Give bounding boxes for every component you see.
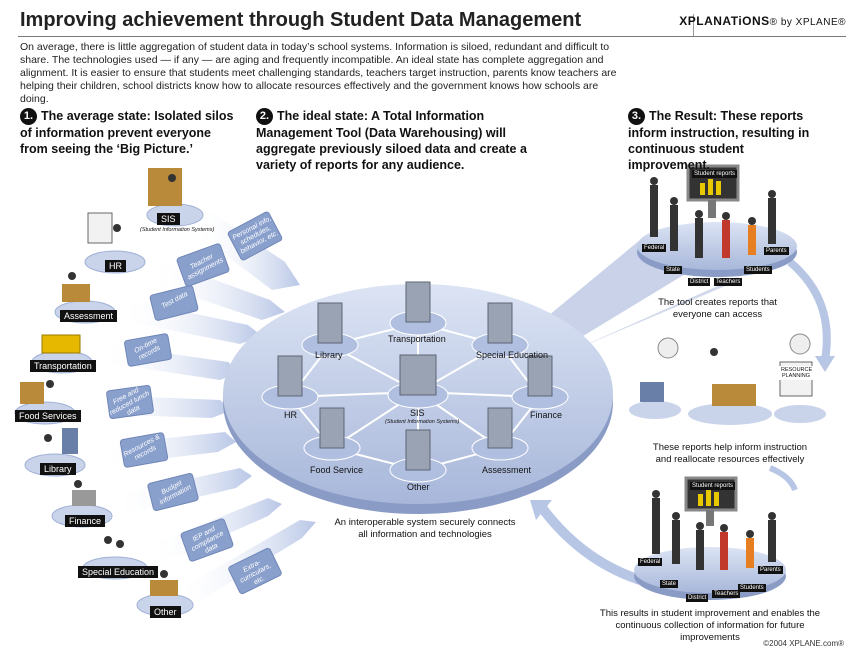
hub-node-library: Library [315,350,343,360]
node-pads [261,310,569,483]
results-mid-pod-2 [688,403,772,425]
step-1-text: The average state: Isolated silos of inf… [20,109,234,156]
silo-transportation-label: Transportation [30,360,96,372]
hub-node-other: Other [407,482,430,492]
step-3-text: The Result: These reports inform instruc… [628,109,810,172]
silo-special-education-label: Special Education [78,566,159,578]
copyright: ©2004 XPLANE.com® [763,639,844,648]
return-arrow-bottom [535,502,642,585]
hub-node-assessment: Assessment [482,465,532,475]
flow-folders [106,211,283,595]
silo-illustrations [20,168,182,596]
step-1-number: 1. [20,108,37,125]
top-role-parents: Parents [764,247,789,255]
hub-node-finance: Finance [530,410,563,420]
hub-node-food-service: Food Service [310,465,364,475]
step-3-number: 3. [628,108,645,125]
top-role-district: District [688,278,711,286]
return-arrow-top [787,258,831,361]
top-results-caption: The tool creates reports that everyone c… [658,297,777,320]
bottom-role-teachers: Teachers [712,590,741,598]
step-2-text: The ideal state: A Total Information Man… [256,109,527,172]
bottom-screen-label: Student reports [690,482,736,490]
hub-node-sis-sub: (Student Information Systems) [385,419,460,425]
hub-node-transportation: Transportation [388,334,446,344]
brand-suffix: ® by XPLANE® [769,17,846,28]
step-3-heading: 3.The Result: These reports inform instr… [628,108,828,173]
resource-planning-sign: RESOURCE PLANNING [779,366,813,380]
hub-caption: An interoperable system securely connect… [334,517,516,540]
silo-sis-sublabel: (Student Information Systems) [140,227,215,233]
intro-paragraph: On average, there is little aggregation … [20,41,617,105]
brand-name: XPLANATiONS [679,14,770,28]
result-people [640,177,813,570]
brand-logo: XPLANATiONS® by XPLANE® [679,14,846,28]
silo-other-label: Other [150,606,181,618]
mid-results-caption: These reports help inform instruction an… [652,442,808,465]
bottom-results-caption: This results in student improvement and … [599,608,821,643]
silo-finance-label: Finance [65,515,106,527]
top-role-state: State [664,266,683,274]
silo-library-label: Library [40,463,76,475]
bottom-role-district: District [686,594,709,602]
hub-node-hr: HR [284,410,297,420]
bottom-role-federal: Federal [638,558,663,566]
return-arrow-mid [768,465,798,492]
servers [277,281,553,471]
top-screen-label: Student reports [692,170,738,178]
silo-assessment-label: Assessment [60,310,118,322]
page-title: Improving achievement through Student Da… [20,9,582,31]
results-mid-pod-1 [629,401,681,419]
top-role-teachers: Teachers [714,278,743,286]
step-1-heading: 1.The average state: Isolated silos of i… [20,108,235,157]
header-rule [18,36,846,37]
silo-food-services-label: Food Services [15,410,81,422]
top-role-students: Students [744,266,772,274]
bottom-role-parents: Parents [758,566,783,574]
bottom-role-state: State [660,580,679,588]
silo-sis-label: SIS [157,213,180,225]
hub-node-sis: SIS [410,408,425,418]
results-mid-pod-3 [774,405,826,423]
step-2-number: 2. [256,108,273,125]
step-2-heading: 2.The ideal state: A Total Information M… [256,108,556,173]
hub-node-special-education: Special Education [476,350,549,360]
top-role-federal: Federal [642,244,667,252]
header-divider [693,14,694,36]
bottom-role-students: Students [738,584,766,592]
silo-hr-label: HR [105,260,126,272]
